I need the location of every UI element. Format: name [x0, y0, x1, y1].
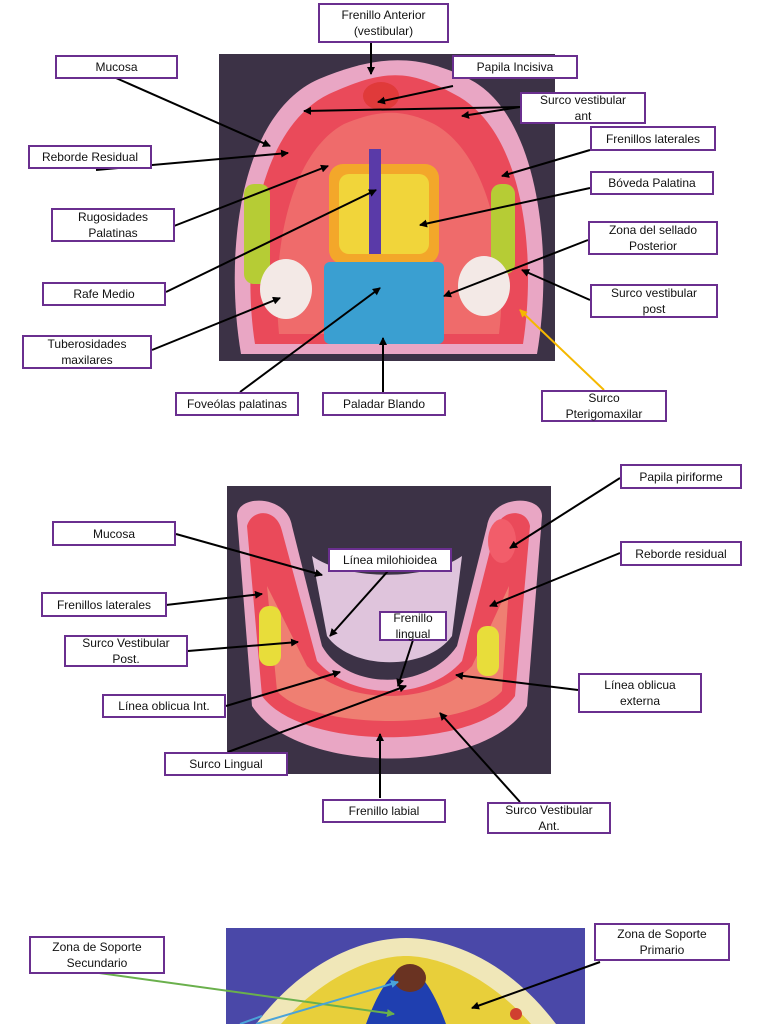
- label-zona-sellado-posterior: Zona del sellado Posterior: [588, 221, 718, 255]
- upper-arch-photo: [219, 54, 555, 361]
- label-mucosa-upper: Mucosa: [55, 55, 178, 79]
- upper-arch-illustration: [219, 54, 555, 361]
- label-rafe-medio: Rafe Medio: [42, 282, 166, 306]
- label-papila-piriforme: Papila piriforme: [620, 464, 742, 489]
- label-reborde-residual-upper: Reborde Residual: [28, 145, 152, 169]
- label-paladar-blando: Paladar Blando: [322, 392, 446, 416]
- label-surco-pterigomaxilar: Surco Pterigomaxilar: [541, 390, 667, 422]
- label-surco-vestibular-post-lower: Surco Vestibular Post.: [64, 635, 188, 667]
- label-papila-incisiva: Papila Incisiva: [452, 55, 578, 79]
- label-surco-vestibular-ant-upper: Surco vestibular ant: [520, 92, 646, 124]
- label-surco-lingual: Surco Lingual: [164, 752, 288, 776]
- support-zones-illustration: [226, 928, 585, 1024]
- label-tuberosidades-maxilares: Tuberosidades maxilares: [22, 335, 152, 369]
- label-rugosidades-palatinas: Rugosidades Palatinas: [51, 208, 175, 242]
- label-frenillos-laterales-lower: Frenillos laterales: [41, 592, 167, 617]
- label-linea-milohioidea: Línea milohioidea: [328, 548, 452, 572]
- support-zones-photo: [226, 928, 585, 1024]
- label-surco-vestibular-ant-lower: Surco Vestibular Ant.: [487, 802, 611, 834]
- label-linea-oblicua-externa: Línea oblicua externa: [578, 673, 702, 713]
- label-frenillos-laterales-upper: Frenillos laterales: [590, 126, 716, 151]
- label-linea-oblicua-int: Línea oblicua Int.: [102, 694, 226, 718]
- label-frenillo-labial: Frenillo labial: [322, 799, 446, 823]
- label-surco-vestibular-post-upper: Surco vestibular post: [590, 284, 718, 318]
- label-zona-soporte-primario: Zona de Soporte Primario: [594, 923, 730, 961]
- label-mucosa-lower: Mucosa: [52, 521, 176, 546]
- label-foveolas-palatinas: Foveólas palatinas: [175, 392, 299, 416]
- label-zona-soporte-secundario: Zona de Soporte Secundario: [29, 936, 165, 974]
- label-reborde-residual-lower: Reborde residual: [620, 541, 742, 566]
- label-frenillo-anterior: Frenillo Anterior (vestibular): [318, 3, 449, 43]
- label-boveda-palatina: Bóveda Palatina: [590, 171, 714, 195]
- label-frenillo-lingual: Frenillo lingual: [379, 611, 447, 641]
